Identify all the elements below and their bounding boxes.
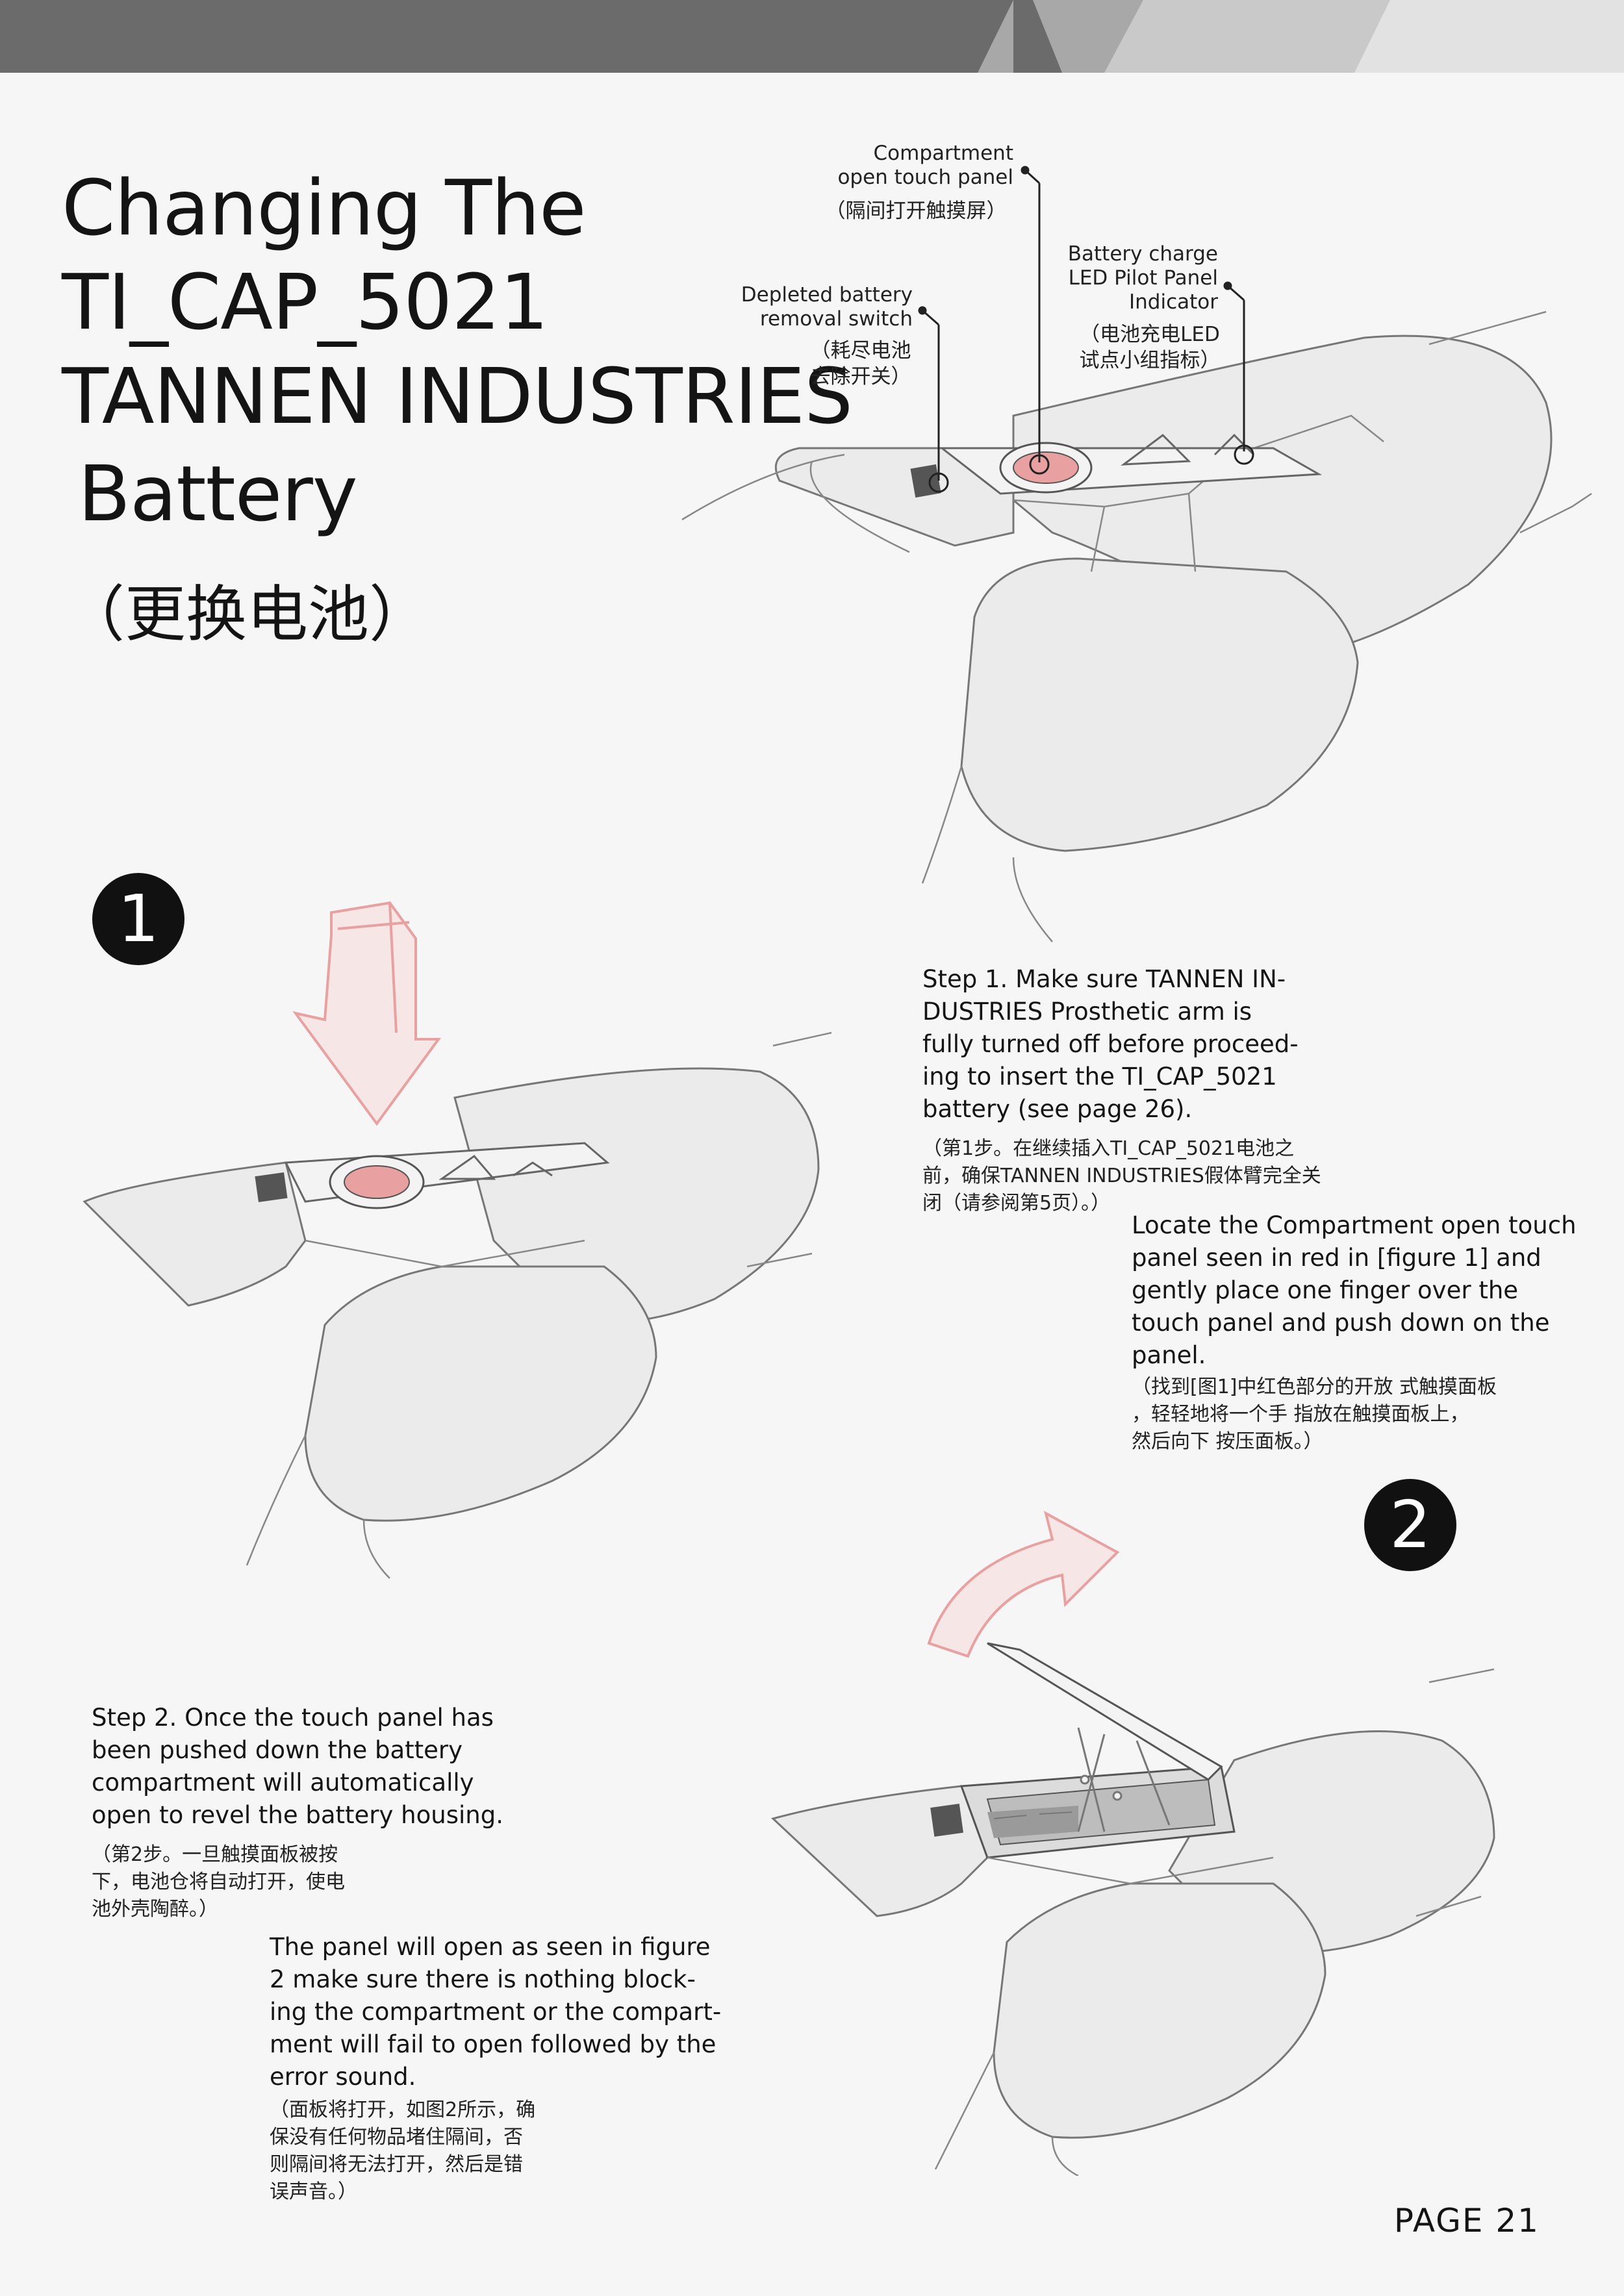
step-1-text-cn: （第1步。在继续插入TI_CAP_5021电池之 前，确保TANNEN INDU… xyxy=(922,1137,1321,1215)
figure-2-illustration xyxy=(771,1511,1495,2176)
step-2-detail: The panel will open as seen in figure 2 … xyxy=(270,1933,722,2091)
step-2-text-cn: （第2步。一旦触摸面板被按 下，电池仓将自动打开，使电 池外壳陶醉。） xyxy=(92,1843,345,1921)
callout-led-label: Battery charge LED Pilot Panel Indicator xyxy=(1067,242,1218,314)
arm-illustration-overview xyxy=(681,166,1592,942)
page-title-line-1: Changing The xyxy=(62,163,587,253)
step-1-badge: 1 xyxy=(92,873,184,965)
callout-compartment-label: Compartment open touch panel xyxy=(837,142,1013,189)
callout-depleted-label: Depleted battery removal switch xyxy=(741,283,913,331)
step-1-detail: Locate the Compartment open touch panel … xyxy=(1132,1211,1577,1369)
page-title-chinese: （更换电池） xyxy=(64,579,431,650)
page-title-line-4: Battery xyxy=(78,449,358,538)
page-title-line-2: TI_CAP_5021 xyxy=(62,257,548,347)
header-bar xyxy=(0,0,1624,73)
step-2-text: Step 2. Once the touch panel has been pu… xyxy=(92,1704,503,1829)
figure-1-illustration xyxy=(82,901,832,1579)
step-2-badge: 2 xyxy=(1364,1479,1456,1571)
page-title-line-3: TANNEN INDUSTRIES xyxy=(62,351,853,441)
callout-compartment-cn: （隔间打开触摸屏） xyxy=(825,199,1007,223)
callout-depleted-cn: （耗尽电池 去除开关） xyxy=(810,339,911,388)
callout-led-cn: （电池充电LED 试点小组指标） xyxy=(1079,323,1221,372)
step-2-detail-cn: （面板将打开，如图2所示，确 保没有任何物品堵住隔间，否 则隔间将无法打开，然后… xyxy=(270,2099,536,2203)
step-1-text: Step 1. Make sure TANNEN IN- DUSTRIES Pr… xyxy=(922,965,1299,1123)
step-1-detail-cn: （找到[图1]中红色部分的开放 式触摸面板 ，轻轻地将一个手 指放在触摸面板上，… xyxy=(1132,1376,1497,1453)
page-number: PAGE 21 xyxy=(1393,2202,1540,2239)
